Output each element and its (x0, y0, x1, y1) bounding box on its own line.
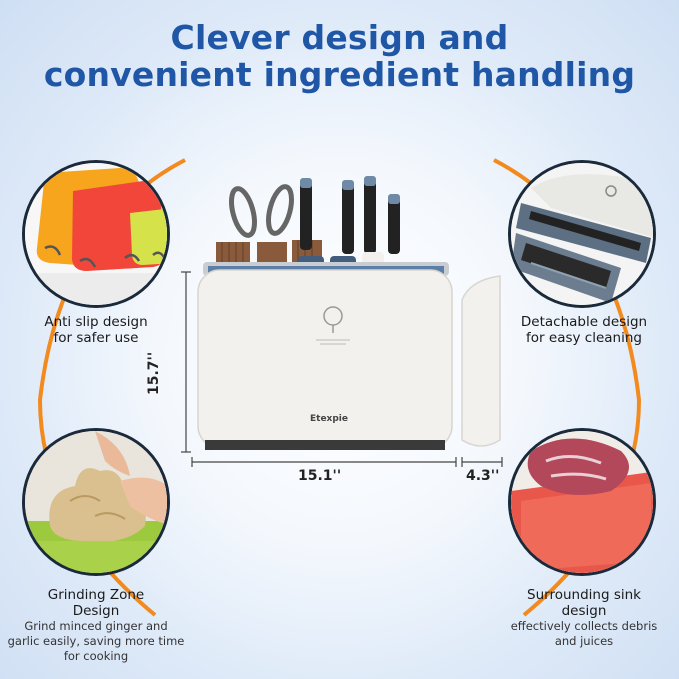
grinding-desc-1: Grind minced ginger and (24, 619, 168, 633)
width-dimension: 15.1'' (298, 468, 342, 484)
detachable-image (508, 160, 656, 308)
title-line-1: Clever design and (170, 18, 509, 57)
anti-slip-title-2: for safer use (53, 330, 139, 346)
sink-title-2: design (561, 603, 607, 619)
grinding-title-2: Design (72, 603, 120, 619)
sink-image (508, 428, 656, 576)
brand-label: Etexpie (310, 414, 348, 424)
title-line-2: convenient ingredient handling (43, 54, 636, 94)
height-dimension: 15.7'' (146, 351, 162, 395)
sink-desc-1: effectively collects debris (510, 619, 658, 633)
scissors-icon (229, 184, 294, 238)
anti-slip-label: Anti slip design for safer use (10, 314, 182, 346)
detachable-title-1: Detachable design (520, 314, 648, 330)
grinding-image (22, 428, 170, 576)
detachable-label: Detachable design for easy cleaning (498, 314, 670, 346)
anti-slip-title-1: Anti slip design (44, 314, 148, 330)
anti-slip-image (22, 160, 170, 308)
sink-label: Surrounding sink design effectively coll… (488, 587, 679, 649)
detachable-title-2: for easy cleaning (526, 330, 642, 346)
grinding-title-1: Grinding Zone (47, 587, 145, 603)
grinding-desc-3: for cooking (63, 649, 129, 663)
depth-dimension: 4.3'' (466, 468, 500, 484)
sink-desc-2: and juices (554, 634, 614, 648)
sink-title-1: Surrounding sink (527, 587, 641, 603)
grinding-desc-2: garlic easily, saving more time (7, 634, 185, 648)
page-title: Clever design and convenient ingredient … (0, 18, 679, 94)
grinding-label: Grinding Zone Design Grind minced ginger… (0, 587, 192, 664)
